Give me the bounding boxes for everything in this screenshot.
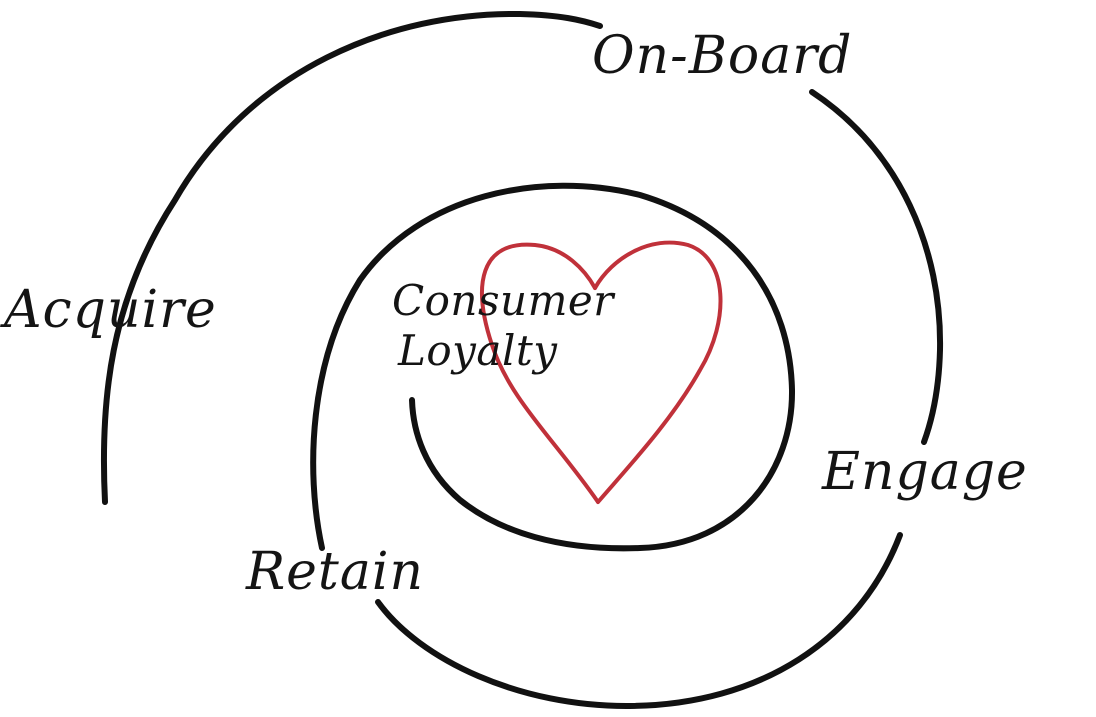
- spiral-right-arc: [809, 89, 944, 445]
- heart-icon: [480, 240, 723, 504]
- spiral-inner-arc: [310, 182, 796, 552]
- stage-onboard-label: On-Board: [592, 26, 853, 86]
- center-title-line2: Loyalty: [398, 326, 558, 375]
- heart-icon-right: [593, 240, 723, 504]
- stage-acquire-label: Acquire: [4, 280, 217, 340]
- spiral-bottom-arc: [375, 532, 903, 710]
- heart-icon-left: [480, 242, 600, 504]
- center-title-line1: Consumer: [392, 276, 614, 325]
- center-title: Consumer Loyalty: [392, 276, 692, 376]
- spiral-outer-arc: [100, 10, 603, 505]
- stage-engage-label: Engage: [822, 442, 1028, 502]
- stage-retain-label: Retain: [246, 542, 424, 602]
